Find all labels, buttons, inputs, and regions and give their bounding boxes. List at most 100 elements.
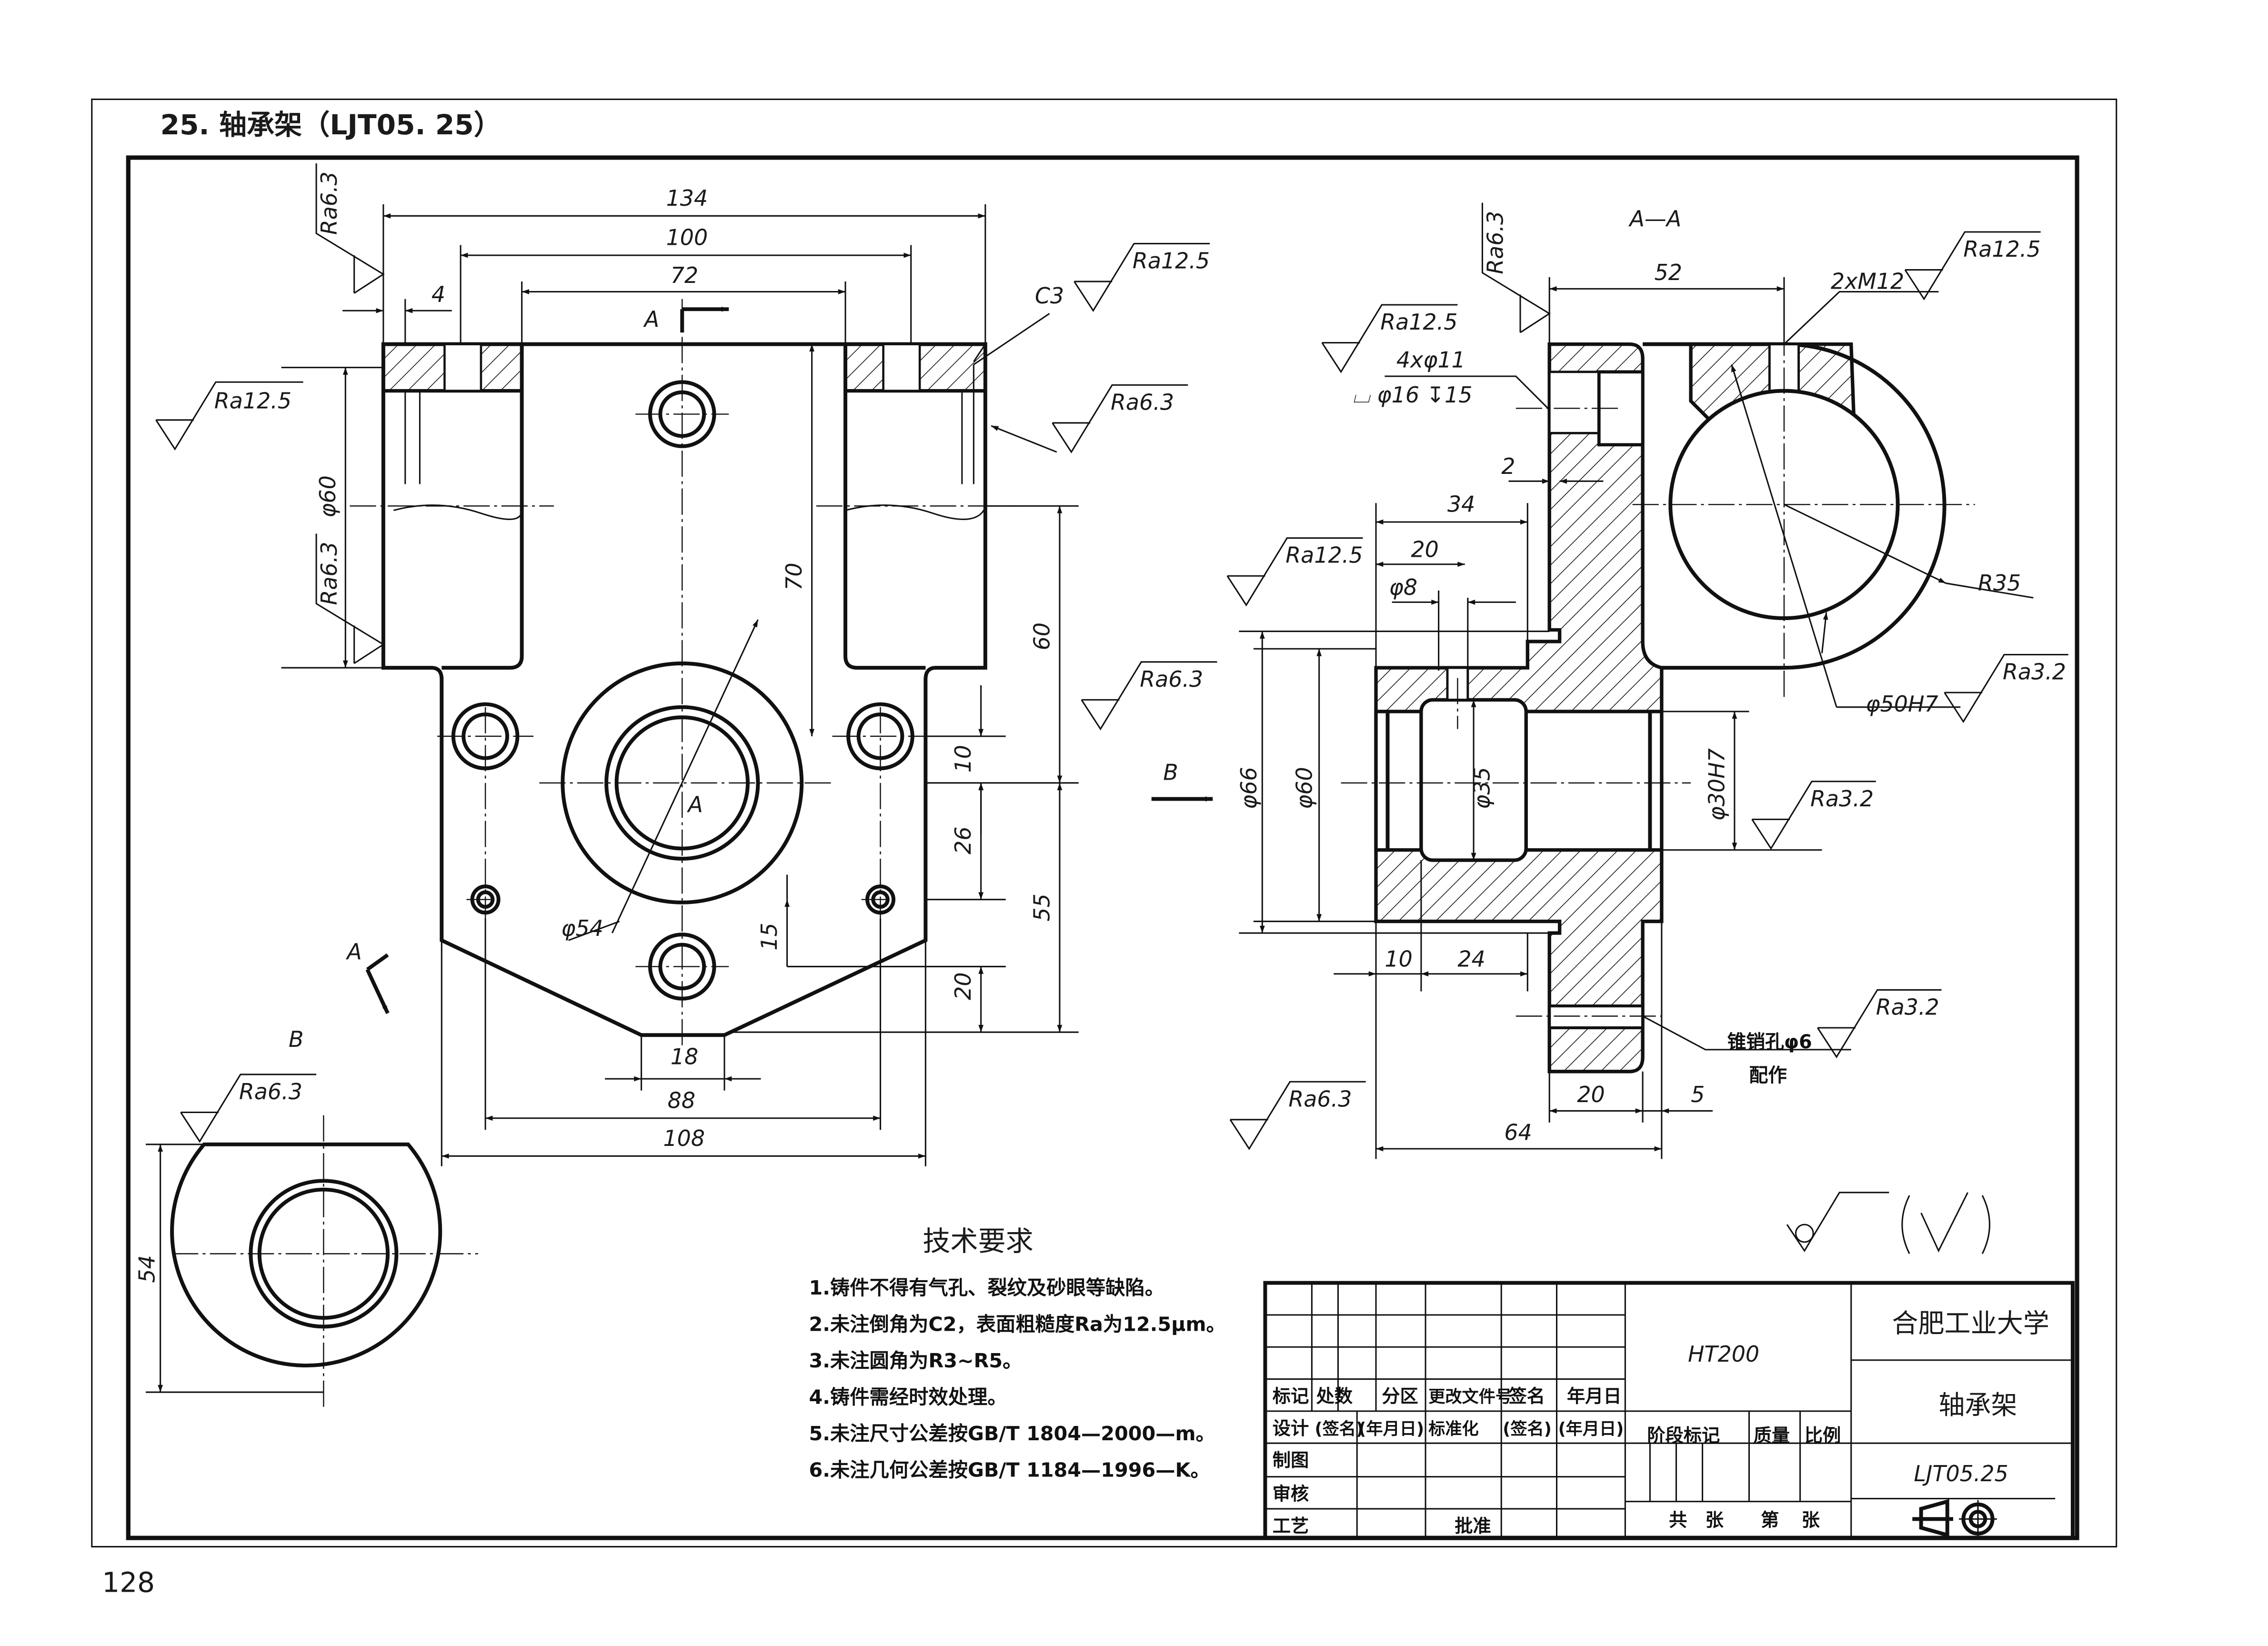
label-tech-requirements-items-4: 5.未注尺寸公差按GB/T 1804—2000—m。 — [809, 1422, 1215, 1445]
roughness-symbols: Ra6.3 Ra12.5 Ra6.3 Ra12.5 Ra6.3 Ra6.3 Ra… — [155, 163, 2068, 1255]
label-title-block-sheets-0: 共 — [1669, 1510, 1687, 1531]
label-tech-requirements-items-3: 4.铸件需经时效处理。 — [809, 1386, 1007, 1409]
label-title-block-row-design-4: (签名) — [1503, 1419, 1552, 1439]
label-front-view-dims-d108: 108 — [663, 1125, 705, 1151]
label-section-aa-callouts-counterbore: ⌴ φ16 ↧15 — [1353, 382, 1472, 408]
label-section-aa-dims-d10: 10 — [1385, 946, 1412, 972]
label-front-view-dims-d70: 70 — [781, 562, 807, 590]
label-title-block-row-header-4: 签名 — [1509, 1386, 1545, 1407]
view-arrow-b: B — [1163, 760, 1178, 785]
label-section-aa-callouts-holes: 4xφ11 — [1396, 347, 1465, 373]
view-b: 54 — [134, 1115, 478, 1407]
label-title-block-row-design-2: (年月日) — [1358, 1419, 1424, 1439]
label-front-view-dims-d15: 15 — [756, 923, 782, 950]
label-section-aa-dims-phi35: φ35 — [1469, 767, 1495, 809]
label-roughness-r5: Ra6.3 — [1111, 389, 1174, 415]
label-roughness-r4: Ra12.5 — [1133, 248, 1210, 274]
label-roughness-r15: Ra6.3 — [1288, 1086, 1352, 1112]
label-title-block-row-design-5: (年月日) — [1558, 1419, 1624, 1439]
label-roughness-r1: Ra6.3 — [316, 171, 342, 235]
label-front-view-dims-phi54: φ54 — [561, 915, 603, 941]
label-tech-requirements-items-2: 3.未注圆角为R3~R5。 — [809, 1349, 1023, 1372]
school-name: 合肥工业大学 — [1892, 1308, 2049, 1339]
label-section-aa-dims-phi66: φ66 — [1236, 767, 1262, 809]
label-section-aa-dims-d20: 20 — [1411, 536, 1438, 562]
label-section-aa-dims-phi8: φ8 — [1389, 574, 1417, 600]
section-marker-a-top: A — [643, 306, 659, 332]
label-title-block-row-header-0: 标记 — [1273, 1386, 1309, 1407]
general-roughness-symbol — [1786, 1192, 1990, 1255]
label-section-aa-dims-d52: 52 — [1655, 260, 1682, 285]
label-title-block-stage: 阶段标记 — [1647, 1425, 1720, 1446]
label-front-view-dims-phi60: φ60 — [315, 475, 341, 518]
label-roughness-r9: Ra12.5 — [1380, 309, 1457, 335]
label-tech-requirements-items-1: 2.未注倒角为C2，表面粗糙度Ra为12.5μm。 — [809, 1313, 1226, 1336]
label-section-aa-dims-phi30h7: φ30H7 — [1704, 748, 1729, 821]
page-number: 128 — [102, 1566, 155, 1598]
label-roughness-r3: Ra6.3 — [316, 542, 342, 605]
label-front-view-dims-d10: 10 — [950, 745, 976, 773]
label-title-block-row-design-3: 标准化 — [1428, 1419, 1479, 1439]
label-front-view-dims-d100: 100 — [666, 225, 708, 251]
label-section-aa-dims-d24: 24 — [1457, 946, 1485, 972]
label-tech-requirements-items-0: 1.铸件不得有气孔、裂纹及砂眼等缺陷。 — [809, 1276, 1164, 1299]
page-title: 25. 轴承架（LJT05. 25） — [161, 109, 502, 141]
label-front-view-dims-d55: 55 — [1029, 893, 1054, 921]
label-title-block-row-header-5: 年月日 — [1567, 1386, 1622, 1407]
drawing-frame — [126, 155, 2079, 1540]
chamfer-label: C3 — [1035, 283, 1064, 309]
label-roughness-r14: Ra3.2 — [1876, 994, 1939, 1020]
section-label: A—A — [1628, 206, 1682, 231]
label-section-aa-dims-d34: 34 — [1447, 492, 1475, 517]
label-section-aa-callouts-m12: 2xM12 — [1831, 268, 1904, 294]
label-title-block-weight: 质量 — [1754, 1425, 1790, 1446]
label-section-aa-dims-d20b: 20 — [1577, 1082, 1605, 1107]
label-title-block-checked: 审核 — [1273, 1484, 1309, 1505]
label-section-aa-callouts-pin-hole: 锥销孔φ6 — [1727, 1031, 1812, 1053]
front-view: A A A B — [281, 185, 1079, 1166]
view-marker-b: B — [289, 1026, 303, 1052]
label-title-block-sheets-1: 张 — [1706, 1510, 1724, 1531]
label-roughness-r8: Ra6.3 — [1482, 211, 1508, 274]
label-section-aa-dims-phi60: φ60 — [1291, 767, 1317, 809]
label-title-block-scale: 比例 — [1805, 1425, 1841, 1446]
label-section-aa-callouts-pin-note: 配作 — [1749, 1064, 1787, 1086]
outer-border — [91, 98, 2117, 1548]
label-front-view-dims-d4: 4 — [432, 281, 445, 307]
label-title-block-row-header-2: 分区 — [1382, 1386, 1418, 1407]
lug-inner-edges — [442, 344, 926, 670]
label-front-view-dims-d88: 88 — [668, 1087, 695, 1113]
label-title-block-drawn: 制图 — [1273, 1450, 1309, 1471]
label-roughness-r10: Ra12.5 — [1963, 236, 2040, 262]
material: HT200 — [1688, 1341, 1759, 1367]
label-front-view-dims-d60: 60 — [1029, 622, 1054, 650]
label-roughness-r2: Ra12.5 — [214, 388, 291, 413]
label-title-block-sheets-3: 张 — [1802, 1510, 1820, 1531]
label-section-aa-dims-phi50h7: φ50H7 — [1866, 691, 1938, 717]
section-marker-a-center: A — [687, 792, 703, 817]
label-roughness-r7: Ra6.3 — [239, 1079, 302, 1104]
label-front-view-dims-d20: 20 — [950, 972, 976, 1000]
label-view-b-dim54: 54 — [134, 1255, 160, 1283]
drawing-number: LJT05.25 — [1914, 1461, 2008, 1486]
label-front-view-dims-d72: 72 — [671, 262, 698, 288]
label-roughness-r6: Ra6.3 — [1140, 666, 1203, 692]
label-title-block-sheets-2: 第 — [1761, 1510, 1779, 1531]
label-front-view-dims-d134: 134 — [666, 185, 708, 211]
label-section-aa-dims-d2: 2 — [1501, 453, 1515, 479]
label-title-block-row-design-1: (签名) — [1315, 1419, 1364, 1439]
label-title-block-row-design-0: 设计 — [1273, 1418, 1309, 1439]
label-section-aa-dims-d64: 64 — [1504, 1120, 1532, 1145]
label-front-view-dims-d18: 18 — [671, 1044, 698, 1069]
section-a-a: A—A — [1151, 206, 2034, 1159]
label-roughness-r11: Ra12.5 — [1285, 542, 1363, 568]
projection-symbol-icon — [1912, 1499, 1997, 1538]
label-title-block-row-header-3: 更改文件号 — [1428, 1387, 1512, 1407]
label-title-block-row-header-1: 处数 — [1316, 1386, 1353, 1407]
view-b-outline — [170, 1142, 442, 1368]
technical-requirements: 技术要求 1.铸件不得有气孔、裂纹及砂眼等缺陷。 2.未注倒角为C2，表面粗糙度… — [809, 1225, 1226, 1481]
label-section-aa-dims-d5: 5 — [1691, 1082, 1705, 1107]
label-title-block-approved: 批准 — [1455, 1516, 1491, 1537]
label-section-aa-dims-r35: R35 — [1978, 570, 2021, 596]
